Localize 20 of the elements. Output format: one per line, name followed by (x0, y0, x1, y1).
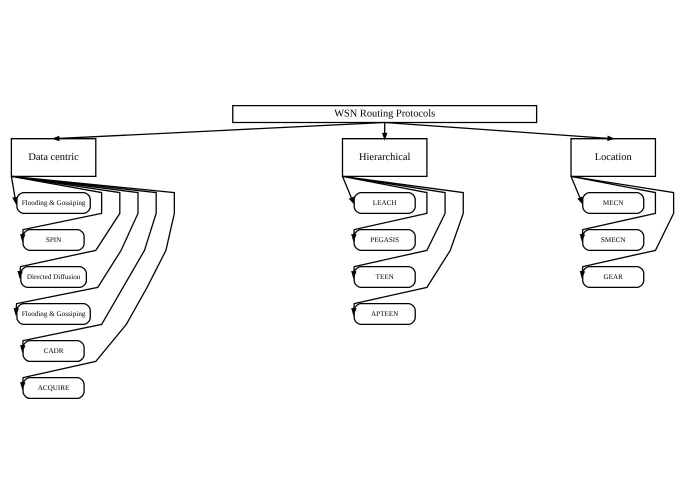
arrow (11, 176, 157, 353)
node-box: Location (570, 138, 656, 178)
arrow (52, 122, 385, 142)
arrow (384, 122, 616, 142)
arrow (11, 176, 120, 279)
arrow (10, 176, 18, 205)
arrow (570, 176, 656, 242)
node-box: WSN Routing Protocols (232, 104, 538, 124)
arrow (570, 176, 583, 205)
arrow (342, 176, 428, 242)
arrow (342, 176, 354, 205)
arrow (11, 176, 175, 390)
node-box: Hierarchical (342, 138, 428, 178)
arrow (342, 176, 446, 279)
arrow (11, 176, 139, 316)
node-box: Data centric (10, 138, 96, 178)
arrow (570, 176, 674, 279)
arrow (11, 176, 102, 242)
arrow (342, 176, 464, 316)
arrow (382, 122, 388, 141)
